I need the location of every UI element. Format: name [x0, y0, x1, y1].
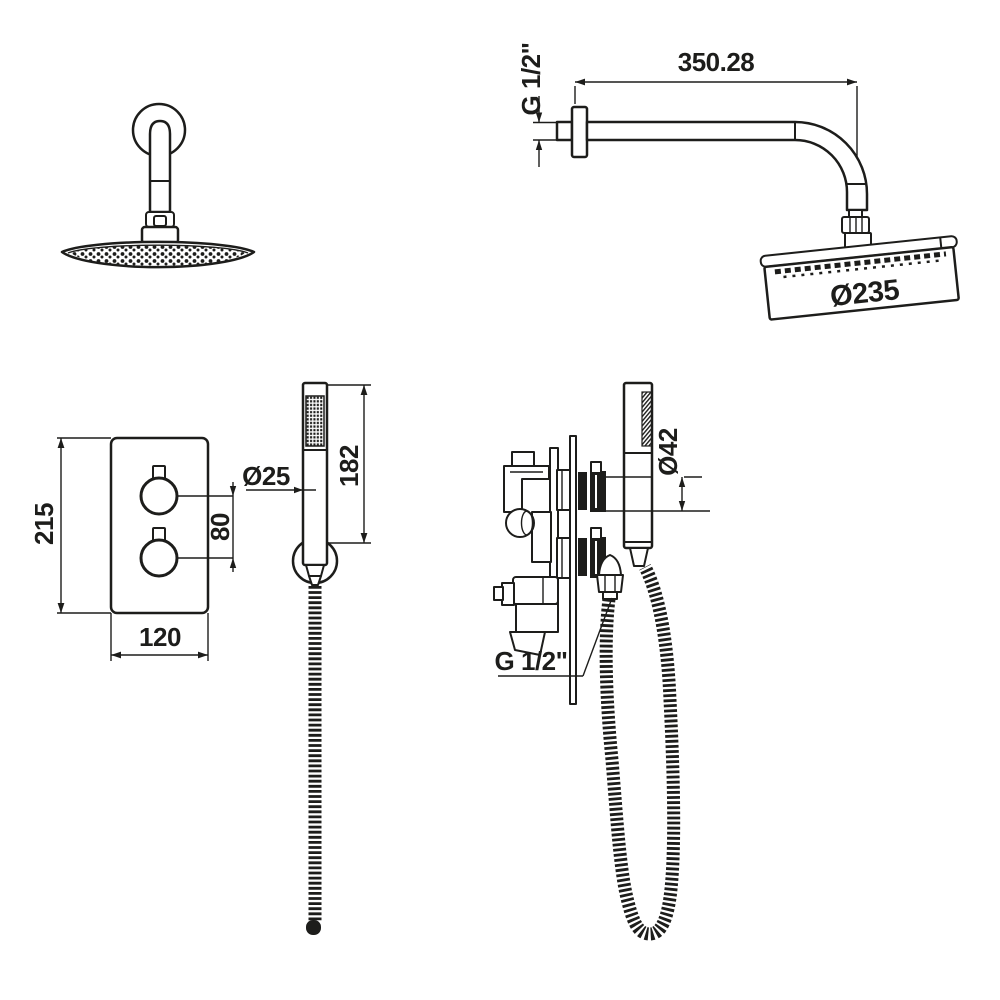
- arm-collar-detail: [153, 215, 167, 227]
- shower-arm-side: [585, 120, 869, 212]
- dim-hand-shower-length: 182: [327, 384, 371, 544]
- hand-shower-length-label: 182: [334, 445, 364, 487]
- shower-head-side: Ø235: [759, 235, 960, 321]
- hose-end-cap: [306, 920, 321, 935]
- hand-shower-front-view: Ø25 182: [242, 381, 371, 935]
- valve-handle-top: [139, 465, 179, 516]
- dim-arm-length: 350.28: [574, 47, 858, 176]
- dim-hand-shower-diameter: Ø25: [242, 461, 316, 494]
- head-body: [763, 246, 960, 321]
- valve-hose-loop: [599, 564, 681, 941]
- hose-nut-side: [629, 547, 649, 567]
- dim-handle-spacing: 80: [205, 482, 237, 572]
- wall-nipple-side: [555, 120, 574, 142]
- head-diameter-label: Ø235: [829, 274, 901, 313]
- head-nut-side: [841, 216, 870, 234]
- hose-outlet: [596, 554, 624, 600]
- valve-handle-top-side: [578, 461, 606, 512]
- valve-plate: [109, 436, 210, 615]
- head-nozzle-row: [774, 251, 947, 275]
- wall-thread-label: G 1/2": [516, 43, 546, 116]
- hand-shower-side-view: [622, 381, 654, 567]
- valve-body-concealed: [493, 447, 572, 656]
- dim-wall-thread: G 1/2": [516, 43, 559, 167]
- wall-flange-side: [570, 105, 589, 159]
- shower-arm-front: [148, 119, 172, 214]
- dim-plate-width: 120: [110, 613, 209, 661]
- overhead-shower-side-view: 350.28 G 1/2": [516, 43, 960, 321]
- arm-neck: [848, 209, 863, 218]
- spray-face-grid: [305, 395, 325, 447]
- hose-thread-callout: G 1/2": [495, 597, 613, 677]
- hand-shower-diameter-label: Ø25: [242, 461, 290, 491]
- wall-plate-side: [569, 435, 577, 705]
- shower-head-front: [60, 240, 256, 269]
- overhead-shower-front-view: [60, 102, 256, 269]
- hose-nut-front: [305, 564, 325, 586]
- valve-inlet-port: [505, 508, 535, 538]
- handle-spacing-label: 80: [205, 513, 235, 541]
- plate-height-label: 215: [29, 503, 59, 545]
- handle-diameter-label: Ø42: [653, 428, 683, 476]
- plate-width-label: 120: [139, 622, 181, 652]
- spray-face-side: [641, 391, 653, 447]
- dim-handle-diameter: Ø42: [606, 428, 710, 512]
- nozzle-dots: [70, 245, 246, 268]
- valve-side-view: Ø42 G 1/2": [493, 381, 710, 941]
- valve-front-view: 215 120 80: [29, 436, 237, 661]
- head-rim-notch: [939, 237, 943, 249]
- hose-thread-label: G 1/2": [495, 646, 568, 676]
- valve-handle-bottom: [139, 527, 179, 578]
- dim-plate-height: 215: [29, 437, 111, 614]
- arm-length-label: 350.28: [678, 47, 755, 77]
- head-connector-front: [140, 225, 180, 245]
